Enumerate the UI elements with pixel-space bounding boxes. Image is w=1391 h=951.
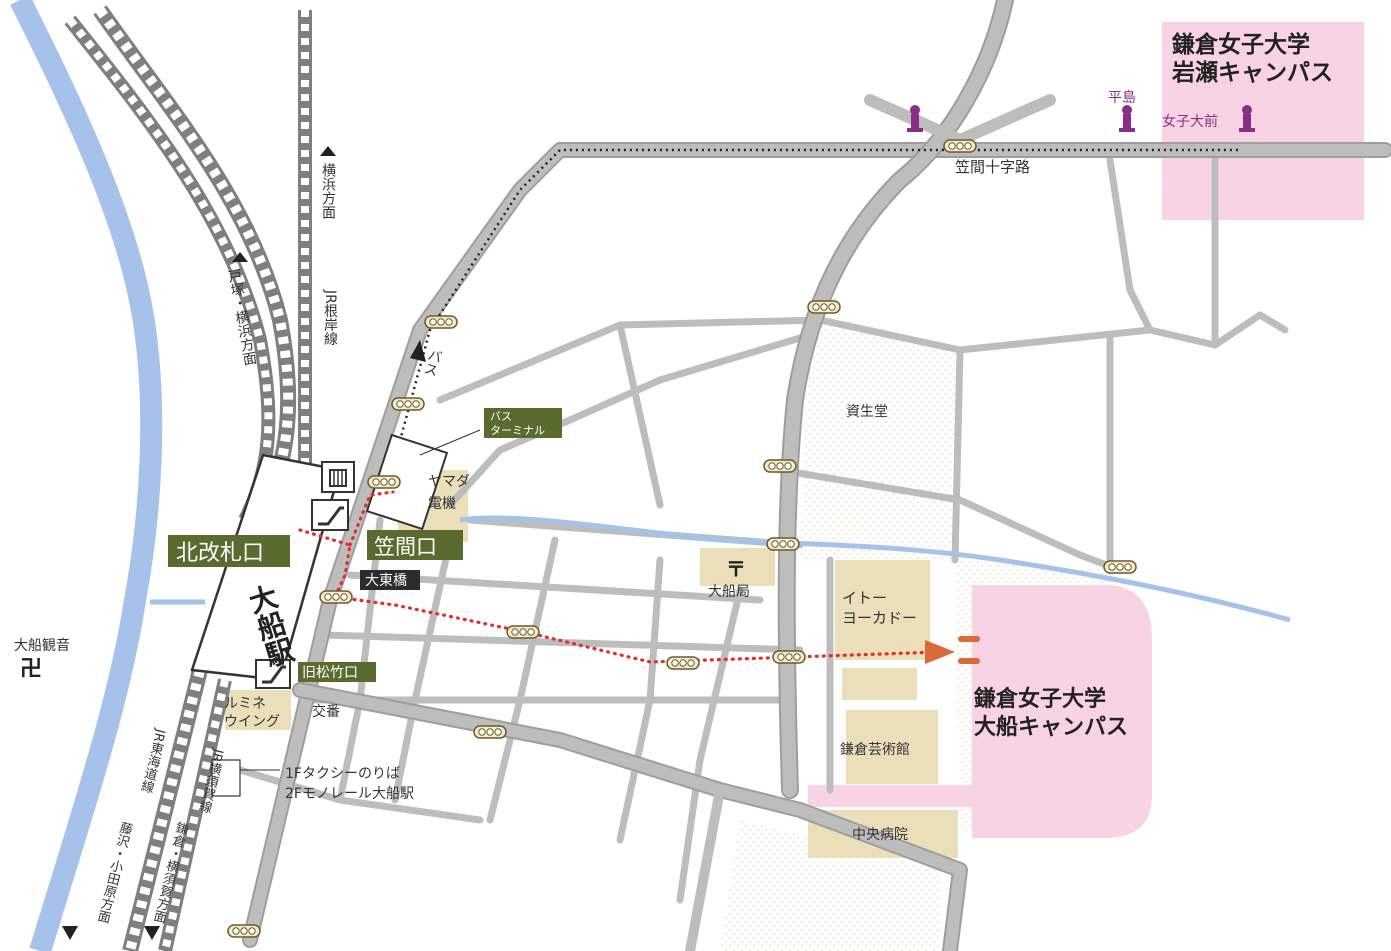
ofuna-campus-area <box>972 585 1152 838</box>
svg-text:バス: バス <box>490 410 512 423</box>
walking-route <box>298 528 942 664</box>
escalator-icon <box>311 499 349 531</box>
monorail-note: 2Fモノレール大船駅 <box>285 786 414 802</box>
post-office-icon: 〒 <box>726 557 746 581</box>
svg-text:旧松竹口: 旧松竹口 <box>302 665 358 681</box>
geijutsukan-building <box>846 710 938 784</box>
landmark-geijutsukan: 鎌倉芸術館 <box>840 741 910 758</box>
elevator-icon <box>321 461 355 493</box>
direction-bus: バス <box>421 347 444 378</box>
ofuna-campus-title-2: 大船キャンパス <box>974 714 1128 740</box>
ofuna-station <box>190 433 449 797</box>
direction-fujisawa-odawara: 藤沢・小田原方面 <box>94 820 134 925</box>
iwase-campus-area <box>1162 22 1364 220</box>
landmark-ito-yokado-1: イトー <box>842 589 887 607</box>
svg-text:大東橋: 大東橋 <box>365 573 407 589</box>
svg-text:笠間口: 笠間口 <box>374 535 437 559</box>
campus-gate-icon <box>958 636 980 642</box>
ito-yokado-building <box>835 560 930 660</box>
escalator-icon-2 <box>255 659 291 689</box>
main-roads <box>242 0 1391 951</box>
landmark-chuo-byoin: 中央病院 <box>852 827 908 843</box>
bus-terminal-pointer <box>419 429 481 456</box>
river-kashio <box>10 0 163 951</box>
kasama-jujiro-label: 笠間十字路 <box>955 158 1030 176</box>
walking-route-branch <box>348 490 395 547</box>
bus-stop-hirashima: 平島 <box>1108 90 1136 106</box>
campus-gate-icon-2 <box>958 658 980 664</box>
taxi-note: 1Fタクシーのりば <box>285 766 400 782</box>
bus-stop-icon-2 <box>1119 105 1135 132</box>
landmark-post-office: 大船局 <box>708 584 750 600</box>
arrow-down-icon-fujisawa <box>62 926 78 940</box>
landmark-lumine-2: ウイング <box>224 714 280 730</box>
arrow-up-icon-yokohama <box>320 146 336 156</box>
label-north-gate: 北改札口 <box>168 535 290 567</box>
landmark-yamada-1: ヤマダ <box>428 474 470 490</box>
ofuna-campus-title-1: 鎌倉女子大学 <box>973 686 1106 712</box>
svg-text:ターミナル: ターミナル <box>490 424 545 437</box>
dotted-area-shiseido <box>800 310 960 560</box>
iwase-campus-title-2: 岩瀬キャンパス <box>1171 60 1333 86</box>
bus-route-line <box>390 148 1240 471</box>
lumine-building <box>225 690 291 730</box>
direction-yokohama: 横浜方面 <box>320 163 336 219</box>
temple-icon: 卍 <box>20 657 42 682</box>
label-ohigashi-bridge: 大東橋 <box>360 570 420 590</box>
bus-stop-joshidaimae: 女子大前 <box>1162 113 1218 130</box>
river-upper <box>459 515 1291 623</box>
landmark-lumine-1: ルミネ <box>224 696 266 712</box>
direction-jr-negishi: JR根岸線 <box>322 289 338 346</box>
label-kasama-exit: 笠間口 <box>367 530 463 560</box>
landmark-shiseido: 資生堂 <box>846 404 888 420</box>
small-building <box>842 668 917 700</box>
arrow-up-icon-totsuka <box>232 252 248 262</box>
route-arrow-icon <box>925 640 955 664</box>
landmark-ofuna-kannon: 大船観音 <box>14 637 70 654</box>
iwase-campus-title-1: 鎌倉女子大学 <box>1172 31 1310 58</box>
svg-text:北改札口: 北改札口 <box>176 541 264 566</box>
landmark-yamada-2: 電機 <box>428 496 456 512</box>
arrow-down-icon-kamakura <box>144 926 160 940</box>
dotted-area-south <box>720 820 940 951</box>
landmark-ito-yokado-2: ヨーカドー <box>842 609 917 627</box>
landmark-koban: 交番 <box>312 703 340 720</box>
campus-access-strip <box>808 785 972 807</box>
label-kyu-matsutake-exit: 旧松竹口 <box>298 662 376 682</box>
label-bus-terminal: バス ターミナル <box>484 408 562 438</box>
post-office-building <box>700 548 775 586</box>
bus-route-arrow <box>410 340 426 362</box>
